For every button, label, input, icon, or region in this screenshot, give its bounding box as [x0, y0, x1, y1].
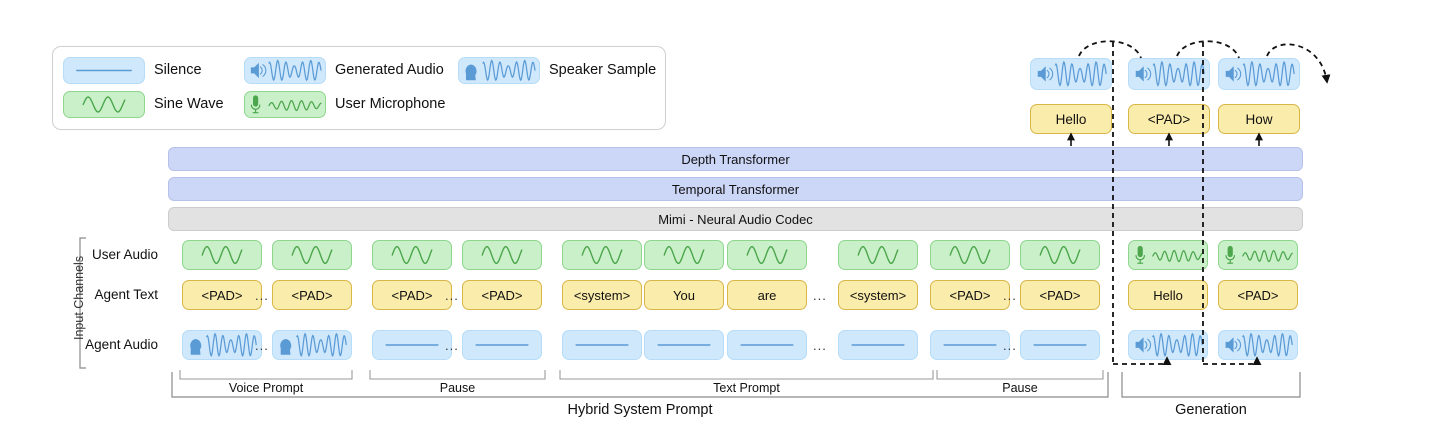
- legend-item-label: Generated Audio: [335, 62, 444, 78]
- bracket-label-main: Hybrid System Prompt: [567, 402, 713, 418]
- cell-user-audio: [644, 240, 724, 270]
- agent-text-token: <PAD>: [481, 287, 523, 303]
- ellipsis: ...: [255, 288, 269, 303]
- legend-item-generated-audio: Generated Audio: [244, 53, 444, 87]
- legend-item-user-microphone: User Microphone: [244, 87, 445, 121]
- cell-agent-audio: [272, 330, 352, 360]
- user-microphone-waveform-icon: [244, 90, 326, 118]
- agent-text-token: <PAD>: [1039, 287, 1081, 303]
- cell-agent-audio: [462, 330, 542, 360]
- generated-text-token-label: <PAD>: [1147, 111, 1191, 127]
- cell-user-audio: [727, 240, 807, 270]
- cell-agent-text: <PAD>: [372, 280, 452, 310]
- generated-audio-waveform-icon: [1218, 58, 1300, 90]
- ellipsis: ...: [445, 288, 459, 303]
- cell-agent-text: <PAD>: [182, 280, 262, 310]
- generated-audio-waveform-icon: [244, 56, 326, 84]
- row-label-agent-audio: Agent Audio: [85, 337, 158, 352]
- stack-bar-label: Depth Transformer: [681, 151, 790, 167]
- cell-agent-text: <system>: [838, 280, 918, 310]
- cell-user-audio: [1218, 240, 1298, 270]
- agent-text-token: <PAD>: [1237, 287, 1279, 303]
- legend-item-speaker-sample: Speaker Sample: [458, 53, 656, 87]
- ellipsis: ...: [813, 338, 827, 353]
- ellipsis: ...: [1003, 288, 1017, 303]
- agent-text-token: Hello: [1153, 287, 1183, 303]
- generated-text-token-label: How: [1245, 111, 1273, 127]
- cell-agent-text: are: [727, 280, 807, 310]
- legend-item-label: Silence: [154, 62, 202, 78]
- cell-agent-audio: [838, 330, 918, 360]
- cell-agent-audio: [182, 330, 262, 360]
- cell-user-audio: [562, 240, 642, 270]
- agent-text-token: <system>: [573, 287, 631, 303]
- ellipsis: ...: [445, 338, 459, 353]
- stack-bar-depth-transformer: Depth Transformer: [168, 147, 1303, 171]
- cell-agent-text: <system>: [562, 280, 642, 310]
- cell-agent-audio: [1020, 330, 1100, 360]
- cell-agent-audio: [644, 330, 724, 360]
- ellipsis: ...: [1003, 338, 1017, 353]
- agent-text-token: <PAD>: [391, 287, 433, 303]
- generated-text-token: Hello: [1030, 104, 1112, 134]
- legend-item-label: Sine Wave: [154, 96, 224, 112]
- generated-text-token: How: [1218, 104, 1300, 134]
- row-label-user-audio: User Audio: [91, 247, 158, 262]
- stack-bar-label: Mimi - Neural Audio Codec: [658, 211, 813, 227]
- silence-line-icon: [63, 56, 145, 84]
- generated-text-token: <PAD>: [1128, 104, 1210, 134]
- cell-agent-audio: [1218, 330, 1298, 360]
- speaker-sample-waveform-icon: [458, 56, 540, 84]
- bracket-label-sub: Pause: [439, 381, 476, 395]
- cell-agent-audio: [727, 330, 807, 360]
- agent-text-token: <system>: [849, 287, 907, 303]
- generated-audio-waveform-icon: [1030, 58, 1112, 90]
- agent-text-token: are: [757, 287, 777, 303]
- stack-bar-temporal-transformer: Temporal Transformer: [168, 177, 1303, 201]
- cell-agent-text: You: [644, 280, 724, 310]
- bracket-label-main: Generation: [1175, 402, 1247, 418]
- agent-text-token: <PAD>: [949, 287, 991, 303]
- legend-item-label: User Microphone: [335, 96, 446, 112]
- bracket-label-sub: Pause: [1002, 381, 1038, 395]
- agent-text-token: <PAD>: [201, 287, 243, 303]
- cell-user-audio: [372, 240, 452, 270]
- ellipsis: ...: [813, 288, 827, 303]
- legend-item-silence: Silence: [63, 53, 202, 87]
- input-channels-label: Input Channels: [72, 255, 86, 340]
- agent-text-token: You: [673, 287, 695, 303]
- generated-text-token-label: Hello: [1055, 111, 1087, 127]
- bracket-label-sub: Text Prompt: [713, 381, 780, 395]
- cell-user-audio: [930, 240, 1010, 270]
- cell-agent-text: <PAD>: [462, 280, 542, 310]
- cell-agent-text: <PAD>: [930, 280, 1010, 310]
- cell-agent-text: Hello: [1128, 280, 1208, 310]
- cell-user-audio: [1020, 240, 1100, 270]
- legend-item-sine-wave: Sine Wave: [63, 87, 224, 121]
- cell-agent-audio: [372, 330, 452, 360]
- cell-user-audio: [462, 240, 542, 270]
- row-label-agent-text: Agent Text: [94, 287, 158, 302]
- cell-agent-text: <PAD>: [1218, 280, 1298, 310]
- sine-wave-icon: [63, 90, 145, 118]
- cell-agent-text: <PAD>: [1020, 280, 1100, 310]
- ellipsis: ...: [255, 338, 269, 353]
- cell-agent-text: <PAD>: [272, 280, 352, 310]
- stack-bar-label: Temporal Transformer: [671, 181, 800, 197]
- generated-audio-waveform-icon: [1128, 58, 1210, 90]
- cell-user-audio: [272, 240, 352, 270]
- cell-agent-audio: [562, 330, 642, 360]
- stack-bar-mimi-neural-audio-codec: Mimi - Neural Audio Codec: [168, 207, 1303, 231]
- legend-item-label: Speaker Sample: [549, 62, 657, 78]
- cell-agent-audio: [1128, 330, 1208, 360]
- cell-agent-audio: [930, 330, 1010, 360]
- agent-text-token: <PAD>: [291, 287, 333, 303]
- cell-user-audio: [1128, 240, 1208, 270]
- cell-user-audio: [182, 240, 262, 270]
- bracket-label-sub: Voice Prompt: [228, 381, 304, 395]
- cell-user-audio: [838, 240, 918, 270]
